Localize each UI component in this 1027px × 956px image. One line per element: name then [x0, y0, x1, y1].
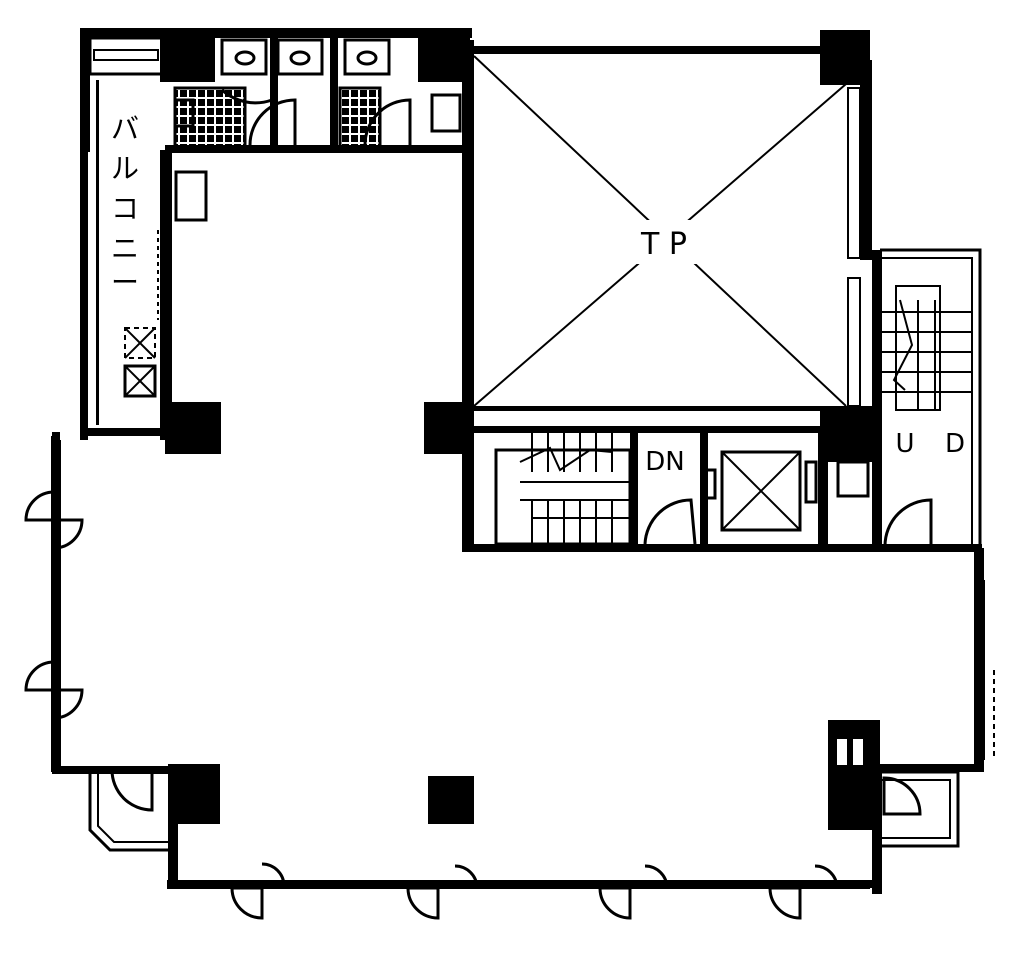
column [168, 764, 220, 824]
column [820, 406, 876, 462]
toilet-block [88, 36, 465, 222]
dn-label: DN [645, 447, 684, 477]
side-stairs: U D [880, 248, 982, 548]
column [160, 30, 215, 82]
tp-void: T P [473, 55, 861, 407]
doors [24, 490, 922, 920]
balcony-label-2: ル [111, 152, 139, 185]
column [828, 720, 880, 830]
balcony-label-3: コ [111, 192, 139, 225]
structural-columns [160, 30, 880, 830]
elevator [701, 450, 870, 532]
down-label: D [945, 429, 965, 459]
column [165, 402, 221, 454]
balcony: バ ル コ ニ ー [111, 112, 159, 398]
tp-label: T P [640, 227, 687, 262]
balcony-label-1: バ [111, 112, 139, 145]
column [424, 402, 470, 454]
column [428, 776, 474, 824]
up-label: U [895, 429, 914, 459]
balcony-label-4: ニ [111, 232, 139, 265]
balcony-label-5: ー [111, 266, 139, 299]
column [418, 30, 470, 82]
core-stairs: DN [494, 430, 697, 546]
